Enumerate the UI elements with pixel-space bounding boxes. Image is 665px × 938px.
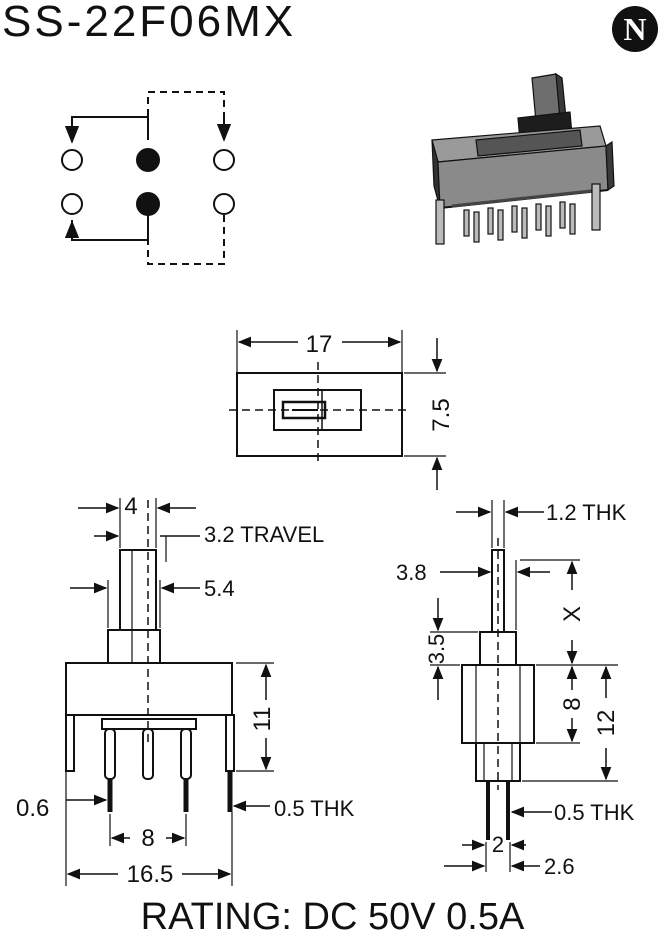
dim-pin-spacing: 8 <box>141 825 154 852</box>
top-view <box>229 330 446 490</box>
side-view <box>461 538 535 840</box>
dim-side-offset: 3.8 <box>396 560 427 585</box>
dim-body-height: 11 <box>249 707 276 732</box>
dim-travel: 3.2 TRAVEL <box>204 522 324 547</box>
switch-3d-illustration <box>431 72 615 245</box>
dim-side-overall: 12 <box>593 710 620 737</box>
side-dimension-lines <box>430 500 618 872</box>
dim-side-x: X <box>559 606 586 622</box>
page-title: SS-22F06MX <box>2 0 297 46</box>
dim-side-thk: 1.2 THK <box>546 500 627 525</box>
brand-logo: N <box>612 6 658 52</box>
dim-side-pitch-total: 2.6 <box>544 854 575 879</box>
dim-side-step: 3.5 <box>424 634 449 665</box>
dim-side-pitch: 2 <box>492 832 504 857</box>
terminal-common <box>136 148 160 172</box>
front-dimension-lines <box>65 498 274 886</box>
schematic-dashed-loop-bottom <box>147 214 225 265</box>
dim-top-height: 7.5 <box>428 398 455 431</box>
terminal-common <box>136 192 160 216</box>
terminal-open <box>61 193 83 215</box>
terminal-open <box>213 149 235 171</box>
schematic-top-link <box>64 116 149 144</box>
terminal-open <box>213 193 235 215</box>
dim-side-body: 8 <box>559 697 586 710</box>
dim-pin-thk: 0.5 THK <box>274 796 355 821</box>
front-view <box>65 500 235 812</box>
circuit-schematic <box>61 91 235 265</box>
dim-pin-thickness: 0.6 <box>16 795 49 822</box>
dim-top-width: 17 <box>306 331 333 358</box>
dim-side-pin-thk: 0.5 THK <box>554 800 635 825</box>
terminal-open <box>61 149 83 171</box>
schematic-dashed-loop <box>147 91 225 140</box>
logo-letter: N <box>623 11 647 47</box>
rating-label: RATING: DC 50V 0.5A <box>140 896 525 938</box>
dim-overall-width: 16.5 <box>127 861 174 888</box>
dim-actuator-width: 4 <box>124 493 137 520</box>
schematic-bottom-link <box>71 214 149 241</box>
dim-lever-height: 5.4 <box>204 576 235 601</box>
